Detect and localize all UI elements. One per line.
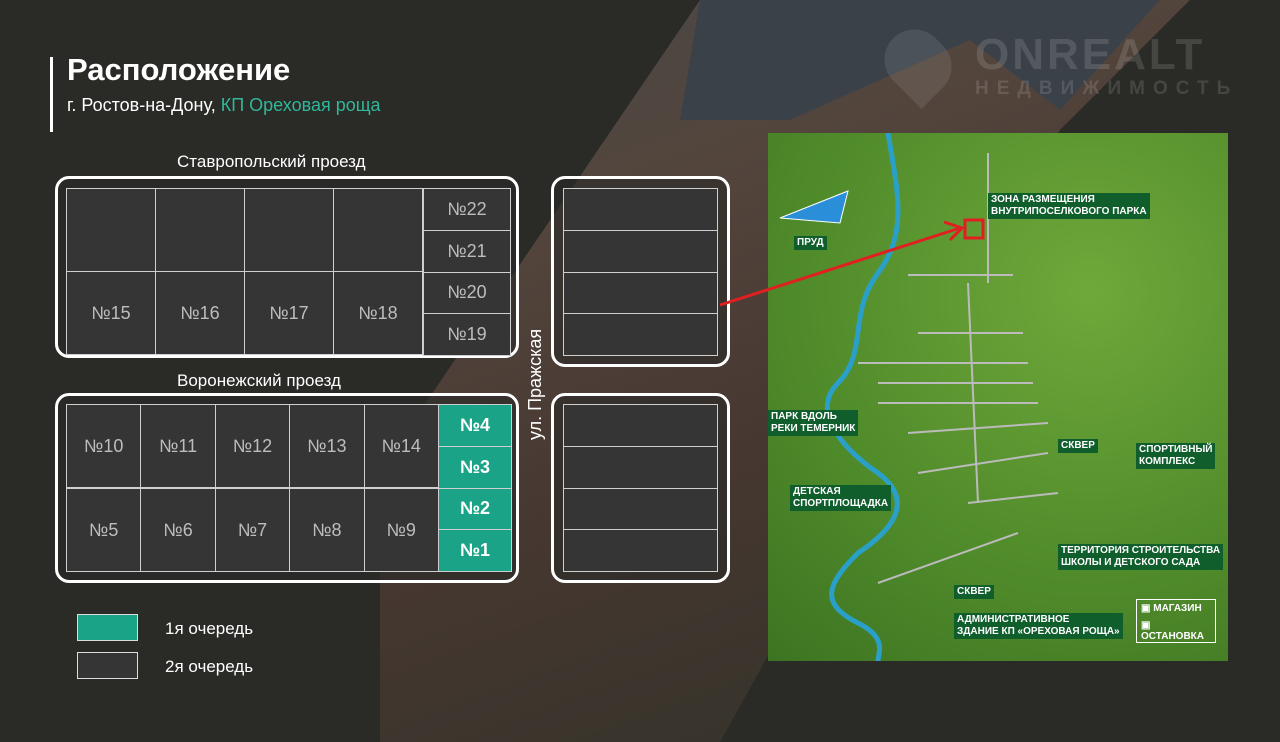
plot[interactable]: №6: [140, 488, 216, 572]
plot[interactable]: №13: [289, 404, 365, 488]
plot-queue1[interactable]: №3: [438, 445, 512, 489]
map-legend: ▣ МАГАЗИН ▣ ОСТАНОВКА: [1136, 599, 1216, 643]
plot-queue1[interactable]: №4: [438, 404, 512, 447]
plot-queue1[interactable]: №2: [438, 487, 512, 531]
page-title: Расположение: [67, 52, 291, 87]
plot-empty[interactable]: [563, 271, 718, 315]
legend-label-queue2: 2я очередь: [165, 657, 254, 676]
map-label-zone: ЗОНА РАЗМЕЩЕНИЯ ВНУТРИПОСЕЛКОВОГО ПАРКА: [988, 193, 1150, 219]
plot[interactable]: №21: [423, 229, 511, 273]
street-label: ул. Пражская: [525, 328, 545, 440]
plot[interactable]: №16: [155, 271, 245, 355]
plot[interactable]: №19: [423, 313, 511, 356]
plot-empty[interactable]: [563, 313, 718, 356]
plot-empty[interactable]: [155, 188, 245, 272]
plot[interactable]: №8: [289, 488, 365, 572]
road-label-top: Ставропольский проезд: [177, 152, 366, 171]
settlement-map: ЗОНА РАЗМЕЩЕНИЯ ВНУТРИПОСЕЛКОВОГО ПАРКА …: [768, 133, 1228, 661]
plot-empty[interactable]: [563, 404, 718, 447]
map-label-sport: СПОРТИВНЫЙ КОМПЛЕКС: [1136, 443, 1216, 469]
plot-queue1[interactable]: №1: [438, 529, 512, 572]
title-accent-bar: [50, 57, 53, 132]
map-label-square1: СКВЕР: [1058, 439, 1098, 453]
plot[interactable]: №18: [333, 271, 423, 355]
plot-empty[interactable]: [66, 188, 156, 272]
logo-name: ONREALT: [975, 30, 1206, 79]
legend-label-queue1: 1я очередь: [165, 619, 254, 638]
plot[interactable]: №11: [140, 404, 216, 488]
plot[interactable]: №20: [423, 271, 511, 315]
target-marker: [963, 218, 985, 240]
map-legend-shop-label: МАГАЗИН: [1153, 603, 1202, 614]
city: г. Ростов-на-Дону,: [67, 95, 216, 115]
map-label-playground: ДЕТСКАЯ СПОРТПЛОЩАДКА: [790, 485, 892, 511]
plot-empty[interactable]: [563, 445, 718, 489]
plot-empty[interactable]: [244, 188, 334, 272]
plot[interactable]: №22: [423, 188, 511, 231]
legend-swatch-queue1: [77, 614, 138, 641]
pond: [779, 190, 849, 224]
plot[interactable]: №14: [363, 404, 439, 488]
map-legend-stop-label: ОСТАНОВКА: [1141, 631, 1204, 642]
plot-empty[interactable]: [563, 487, 718, 531]
legend-swatch-queue2: [77, 652, 138, 679]
plot[interactable]: №15: [66, 271, 156, 355]
plot-empty[interactable]: [333, 188, 423, 272]
map-label-school: ТЕРРИТОРИЯ СТРОИТЕЛЬСТВА ШКОЛЫ И ДЕТСКОГ…: [1058, 544, 1224, 570]
plot[interactable]: №9: [363, 488, 439, 572]
project-name: КП Ореховая роща: [220, 95, 381, 115]
plot-empty[interactable]: [563, 229, 718, 273]
map-label-admin: АДМИНИСТРАТИВНОЕ ЗДАНИЕ КП «ОРЕХОВАЯ РОЩ…: [954, 613, 1123, 639]
map-legend-stop: ▣ ОСТАНОВКА: [1141, 620, 1204, 642]
road-label-middle: Воронежский проезд: [177, 371, 341, 390]
plot[interactable]: №5: [66, 488, 142, 572]
map-label-pond: ПРУД: [794, 236, 827, 250]
page-subtitle: г. Ростов-на-Дону, КП Ореховая роща: [67, 95, 381, 116]
plot[interactable]: №12: [214, 404, 291, 488]
map-label-square2: СКВЕР: [954, 585, 994, 599]
map-label-park: ПАРК ВДОЛЬ РЕКИ ТЕМЕРНИК: [768, 410, 859, 436]
map-legend-shop: ▣ МАГАЗИН: [1141, 603, 1202, 614]
plot[interactable]: №10: [66, 404, 142, 488]
plot[interactable]: №17: [244, 271, 334, 355]
plot-empty[interactable]: [563, 188, 718, 231]
logo: ONREALT НЕДВИЖИМОСТЬ: [975, 30, 1238, 100]
logo-tagline: НЕДВИЖИМОСТЬ: [975, 78, 1239, 99]
plot-empty[interactable]: [563, 529, 718, 572]
plot[interactable]: №7: [214, 488, 291, 572]
